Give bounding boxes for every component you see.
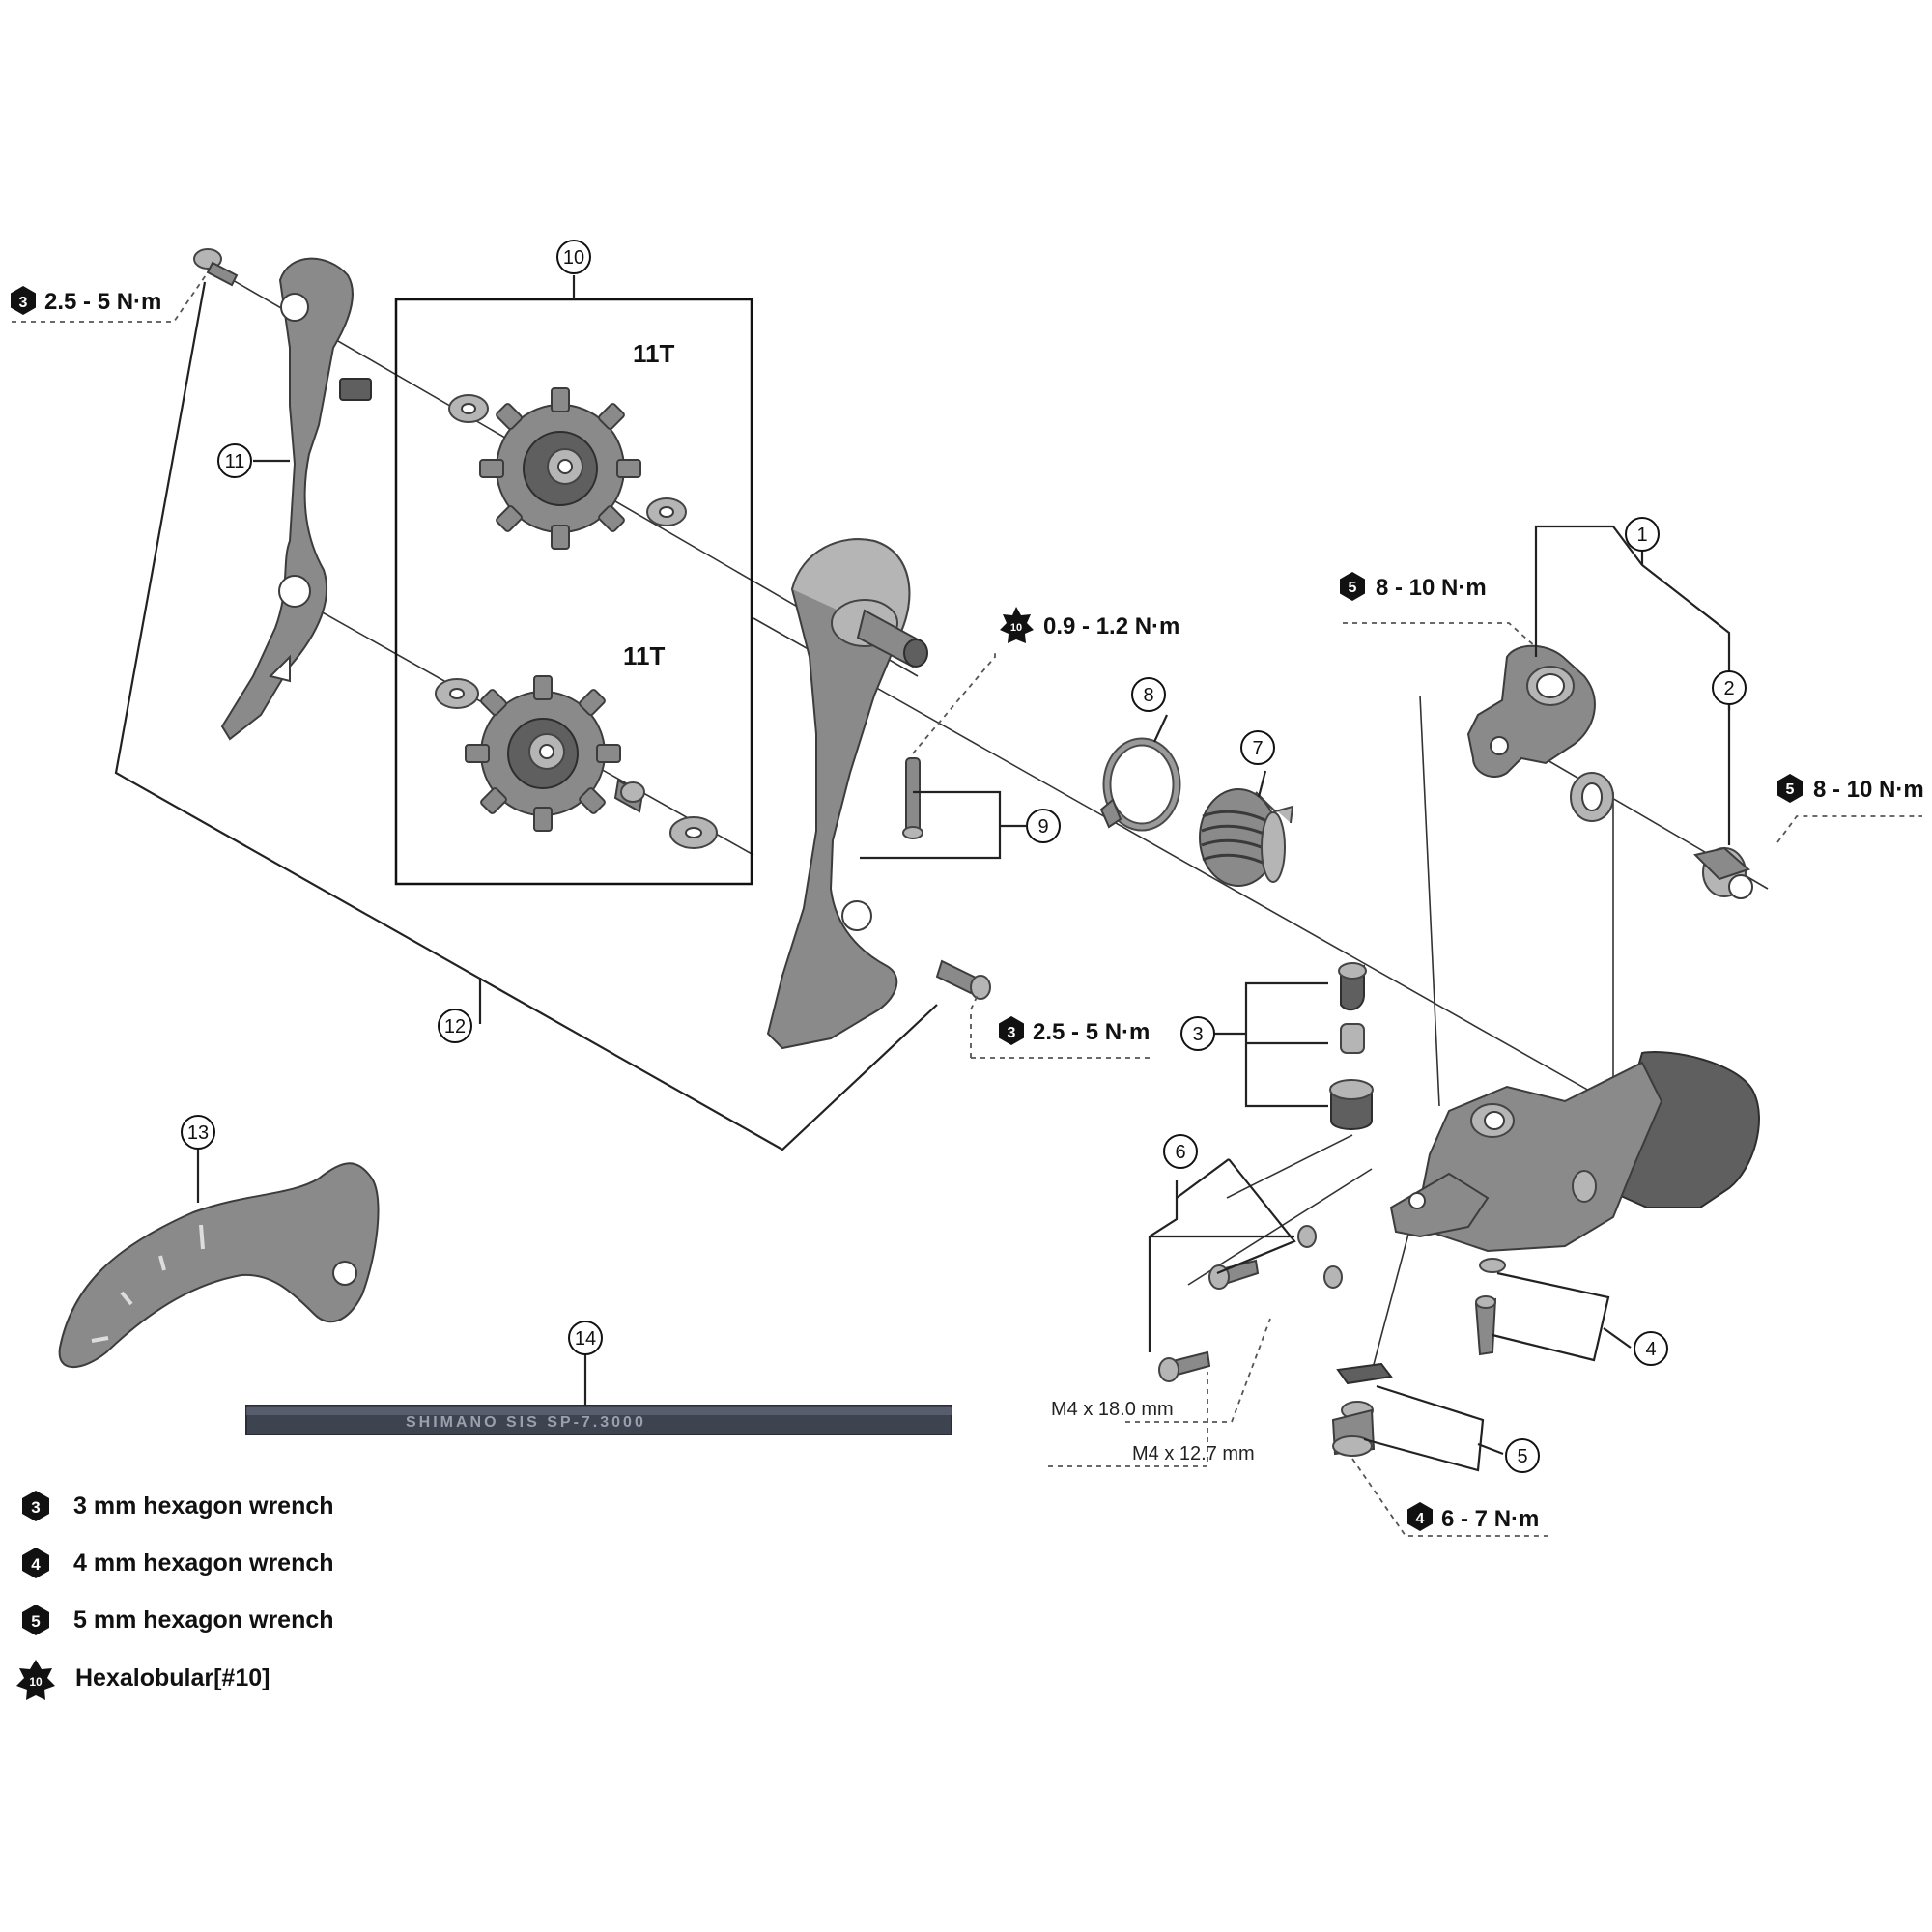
callout-11-label: 11 xyxy=(225,451,245,472)
svg-text:5: 5 xyxy=(31,1612,40,1631)
plate-bolt-top xyxy=(193,248,239,287)
svg-text:5: 5 xyxy=(1786,781,1795,798)
callout-3-label: 3 xyxy=(1192,1024,1203,1045)
legend-label-hexalobular: Hexalobular[#10] xyxy=(75,1664,270,1691)
torque-plate-bolt-bottom: 3 2.5 - 5 N·m xyxy=(999,1016,1150,1045)
callout-14-label: 14 xyxy=(575,1328,596,1350)
callout-5-label: 5 xyxy=(1517,1446,1527,1467)
callout-8: 8 xyxy=(1131,677,1166,712)
callout-3: 3 xyxy=(1180,1016,1215,1051)
callout-5: 5 xyxy=(1505,1438,1540,1473)
callout-11: 11 xyxy=(217,443,252,478)
tool-legend: 3 3 mm hexagon wrench 4 4 mm hexagon wre… xyxy=(16,1491,334,1700)
bottom-bolt-part xyxy=(1331,1362,1393,1457)
lower-pulley-icon xyxy=(465,675,621,832)
callout-1: 1 xyxy=(1625,517,1660,552)
torque-bottom-bolt: 4 6 - 7 N·m xyxy=(1407,1502,1539,1532)
pulley-axle-cage xyxy=(831,599,928,668)
shift-cable-part: SHIMANO SIS SP-7.3000 xyxy=(245,1352,952,1435)
callout-7-label: 7 xyxy=(1252,738,1263,759)
torque-value-bottom-plate: 2.5 - 5 N·m xyxy=(1033,1019,1150,1045)
legend-label-4mm: 4 mm hexagon wrench xyxy=(73,1549,334,1577)
callout-4: 4 xyxy=(1634,1331,1668,1366)
hexalobular-screw-part xyxy=(902,757,923,839)
bolt-spec-long: M4 x 18.0 mm xyxy=(1051,1399,1174,1420)
chain-guide-part xyxy=(58,1145,380,1369)
hexagon-3-icon xyxy=(999,1016,1024,1045)
cable-print-text: SHIMANO SIS SP-7.3000 xyxy=(406,1414,646,1431)
torque-hexalobular: 10 0.9 - 1.2 N·m xyxy=(1000,607,1179,643)
svg-text:3: 3 xyxy=(1008,1025,1016,1041)
hexagon-5-icon xyxy=(1340,572,1365,601)
svg-text:3: 3 xyxy=(19,295,28,311)
callout-12-label: 12 xyxy=(444,1016,466,1037)
callout-9-label: 9 xyxy=(1037,816,1048,838)
inner-plate-part xyxy=(220,257,372,741)
torque-value-hexalobular: 0.9 - 1.2 N·m xyxy=(1043,613,1179,639)
stopper-pin-part xyxy=(1474,1258,1506,1356)
callout-12: 12 xyxy=(438,1009,472,1043)
torque-bracket-top: 5 8 - 10 N·m xyxy=(1340,572,1487,601)
lower-pulley-teeth-label: 11T xyxy=(623,641,665,670)
hexagon-4-icon xyxy=(22,1548,49,1578)
svg-text:10: 10 xyxy=(29,1675,43,1689)
torque-bracket-right: 5 8 - 10 N·m xyxy=(1777,774,1924,803)
callout-6-label: 6 xyxy=(1175,1142,1185,1163)
callout-2: 2 xyxy=(1712,670,1747,705)
callout-4-label: 4 xyxy=(1645,1339,1656,1360)
torque-dashed-leaders xyxy=(12,271,1922,1537)
torque-value-bottom-bolt: 6 - 7 N·m xyxy=(1441,1506,1539,1532)
lower-pulley-group: 11T xyxy=(435,641,718,849)
bolt-spec-short: M4 x 12.7 mm xyxy=(1132,1443,1255,1464)
legend-label-3mm: 3 mm hexagon wrench xyxy=(73,1492,334,1520)
outer-plate-part xyxy=(766,538,928,1050)
svg-text:4: 4 xyxy=(31,1555,41,1574)
torque-value-bracket-right: 8 - 10 N·m xyxy=(1813,777,1924,803)
callout-14: 14 xyxy=(568,1321,603,1355)
torque-value-bracket-top: 8 - 10 N·m xyxy=(1376,575,1487,601)
callout-7: 7 xyxy=(1240,730,1275,765)
snap-ring-part xyxy=(1099,737,1181,832)
callout-13-label: 13 xyxy=(187,1122,209,1144)
hexagon-3-icon xyxy=(11,286,36,315)
callout-13: 13 xyxy=(181,1115,215,1150)
leader-lines xyxy=(253,459,1731,1472)
torque-plate-bolt-top: 3 2.5 - 5 N·m xyxy=(11,286,161,315)
b-link-part xyxy=(1466,644,1753,899)
callout-9: 9 xyxy=(1026,809,1061,843)
callout-10-label: 10 xyxy=(563,247,584,269)
hexagon-5-icon xyxy=(22,1605,49,1635)
callout-10: 10 xyxy=(556,240,591,274)
torque-value-top-plate: 2.5 - 5 N·m xyxy=(44,289,161,315)
upper-pulley-icon xyxy=(479,387,641,550)
hexagon-4-icon xyxy=(1407,1502,1433,1531)
plate-bolt-bottom xyxy=(935,959,991,1000)
hexagon-3-icon xyxy=(22,1491,49,1521)
tension-spring-part xyxy=(1199,788,1294,887)
hexagon-5-icon xyxy=(1777,774,1803,803)
legend-row-3mm: 3 3 mm hexagon wrench xyxy=(22,1491,334,1521)
callout-8-label: 8 xyxy=(1143,685,1153,706)
pulley-set-box xyxy=(394,275,753,886)
derailleur-body-part xyxy=(1389,1051,1760,1253)
callout-1-label: 1 xyxy=(1636,525,1647,546)
callout-12-bracket-lines xyxy=(114,281,938,1151)
callout-6: 6 xyxy=(1163,1134,1198,1169)
star-10-icon xyxy=(1000,607,1034,643)
link-pins-part xyxy=(1158,1225,1343,1382)
legend-row-4mm: 4 4 mm hexagon wrench xyxy=(22,1548,334,1578)
svg-text:5: 5 xyxy=(1349,580,1357,596)
upper-pulley-teeth-label: 11T xyxy=(633,339,674,368)
svg-text:10: 10 xyxy=(1010,622,1022,634)
svg-text:3: 3 xyxy=(31,1498,40,1517)
legend-label-5mm: 5 mm hexagon wrench xyxy=(73,1606,334,1634)
upper-pulley-group: 11T xyxy=(448,339,687,550)
legend-row-5mm: 5 5 mm hexagon wrench xyxy=(22,1605,334,1635)
callout-2-label: 2 xyxy=(1723,678,1734,699)
star-10-icon xyxy=(16,1660,55,1700)
svg-text:4: 4 xyxy=(1416,1511,1425,1527)
cable-adjuster-part xyxy=(1329,962,1374,1130)
legend-row-hexalobular: 10 Hexalobular[#10] xyxy=(16,1660,270,1700)
